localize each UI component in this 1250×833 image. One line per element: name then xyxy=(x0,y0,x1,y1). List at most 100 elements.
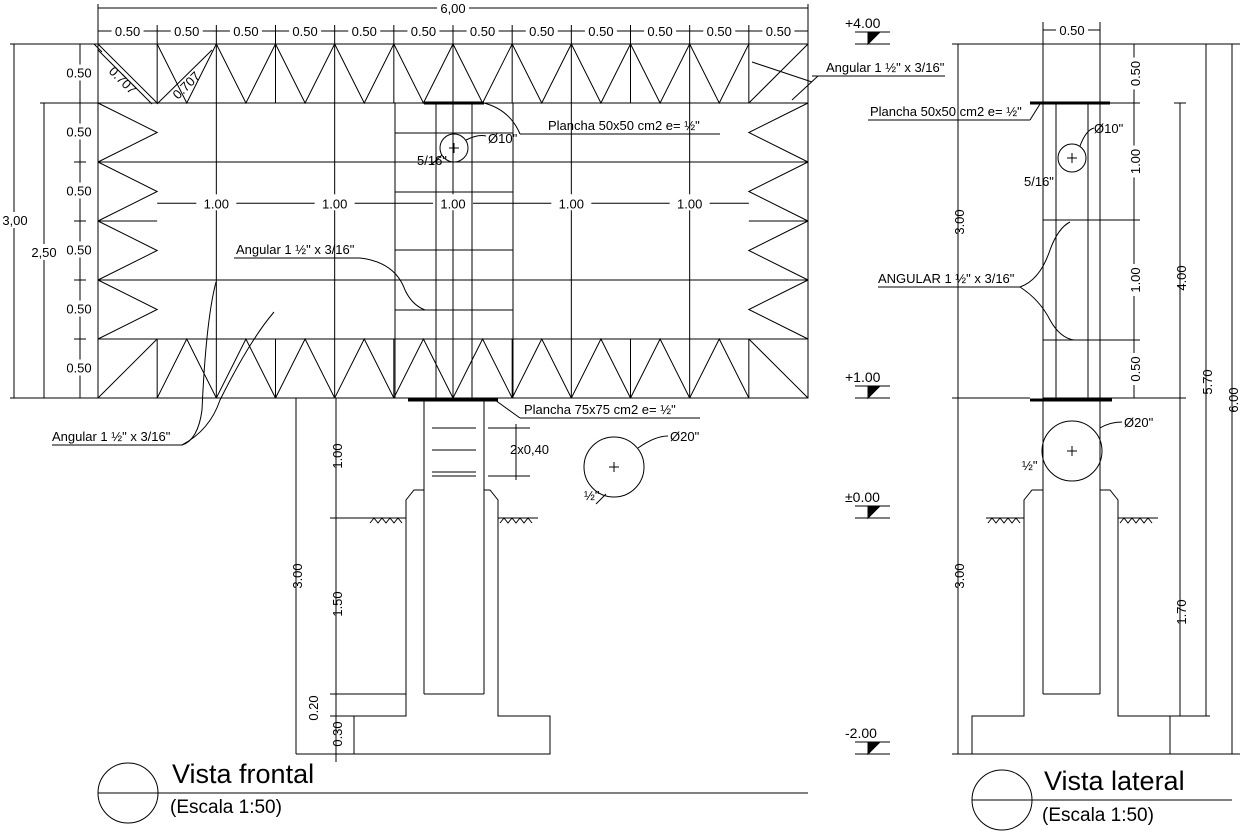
module-label-bg xyxy=(644,24,677,38)
height-total-label: 3,00 xyxy=(2,213,27,228)
angular-mid-label: Angular 1 ½" x 3/16" xyxy=(236,242,355,257)
module-width-label: 0.50 xyxy=(647,24,672,39)
row-height-label: 0.50 xyxy=(66,66,91,81)
truss-diagonal-bottom xyxy=(630,337,691,399)
level-label: +1.00 xyxy=(845,369,881,385)
panel-label-bg xyxy=(669,194,710,211)
truss-diagonal-top xyxy=(393,43,454,105)
panel-width-label: 1.00 xyxy=(322,196,347,211)
truss-diagonal-bottom xyxy=(275,337,336,399)
front-leaders: Angular 1 ½" x 3/16" Plancha 50x50 cm2 e… xyxy=(52,60,945,446)
truss-corner-diagonal xyxy=(748,43,809,104)
side-scale: (Escala 1:50) xyxy=(1042,805,1154,826)
side-right-dim-label: 1.00 xyxy=(1128,149,1143,174)
side-pipe-small-label: Ø10" xyxy=(1094,121,1124,136)
panel-width-label: 1.00 xyxy=(440,196,465,211)
truss-diagonal-right xyxy=(747,220,809,281)
diag-b-label: 0.707 xyxy=(170,69,204,103)
level-triangle xyxy=(867,505,882,520)
truss-diagonal-top xyxy=(630,43,691,105)
row-height-label: 0.50 xyxy=(66,184,91,199)
row-label-bg xyxy=(64,182,94,199)
billboard-truss xyxy=(97,43,809,399)
row-label-bg xyxy=(64,359,94,376)
pipe-small-label: Ø10" xyxy=(488,131,518,146)
side-dim-6: 6.00 xyxy=(1226,387,1241,412)
truss-corner-diagonal xyxy=(97,338,158,399)
truss-diagonal-top xyxy=(452,43,513,105)
panel-width-label: 1.00 xyxy=(677,196,702,211)
front-scale: (Escala 1:50) xyxy=(170,797,282,818)
angular-bottom-label: Angular 1 ½" x 3/16" xyxy=(52,429,171,444)
level-triangle xyxy=(867,741,882,756)
truss-diagonal-right xyxy=(747,102,809,163)
level-triangle xyxy=(867,31,882,46)
row-height-label: 0.50 xyxy=(66,302,91,317)
overall-width-label: 6,00 xyxy=(440,1,465,16)
row-height-label: 0.50 xyxy=(66,125,91,140)
pipe-big-label: Ø20" xyxy=(670,429,700,444)
module-width-label: 0.50 xyxy=(174,24,199,39)
panel-label-bg xyxy=(551,194,592,211)
side-pipe-small-thickness: 5/16" xyxy=(1024,174,1054,189)
level-label: +4.00 xyxy=(845,15,881,31)
module-width-label: 0.50 xyxy=(588,24,613,39)
module-label-bg xyxy=(111,24,144,38)
side-title: Vista lateral xyxy=(1044,766,1185,796)
module-width-label: 0.50 xyxy=(115,24,140,39)
module-label-bg xyxy=(584,24,617,38)
front-small-pipe: Ø10" 5/16" xyxy=(417,131,518,168)
side-view: 0.50 Ø10" 5/16" Plancha 50x50 cm2 e= ½" … xyxy=(868,22,1241,755)
truss-diagonal-right xyxy=(747,279,809,340)
side-right-dim-label: 1.00 xyxy=(1128,267,1143,292)
module-width-label: 0.50 xyxy=(411,24,436,39)
module-width-label: 0.50 xyxy=(766,24,791,39)
side-right-dim-label: 0.50 xyxy=(1128,356,1143,381)
front-footing xyxy=(353,489,551,755)
side-dim-17: 1.70 xyxy=(1174,599,1189,624)
truss-diagonal-top xyxy=(689,43,750,105)
truss-diagonal-left xyxy=(97,102,159,163)
truss-diagonal-left xyxy=(97,279,159,340)
truss-diagonal-bottom xyxy=(452,337,513,399)
panel-width-label: 1.00 xyxy=(559,196,584,211)
post-mid-length-label: 1.50 xyxy=(330,591,345,616)
module-label-bg xyxy=(703,24,736,38)
truss-diagonal-top xyxy=(215,43,276,105)
truss-diagonal-bottom xyxy=(511,337,572,399)
truss-diagonal-bottom xyxy=(156,337,217,399)
pipe-big-thickness: ½" xyxy=(584,488,600,503)
side-dim-bg xyxy=(1126,353,1142,385)
side-big-pipe xyxy=(1041,420,1103,482)
truss-diagonal-left xyxy=(97,220,159,281)
side-pipe-big-thickness: ½" xyxy=(1022,458,1038,473)
side-title-block: Vista lateral (Escala 1:50) xyxy=(971,766,1232,831)
truss-corner-diagonal xyxy=(748,338,809,399)
side-right-dim-label: 0.50 xyxy=(1128,61,1143,86)
side-dim-bg xyxy=(1126,145,1142,178)
center-post-in-sign xyxy=(394,101,514,398)
side-right-dimensions: 0.50 1.00 1.00 0.50 xyxy=(1126,57,1143,385)
row-label-bg xyxy=(64,123,94,140)
plate-spacing-label: 2x0,40 xyxy=(510,442,549,457)
front-title: Vista frontal xyxy=(172,759,314,789)
side-width-label: 0.50 xyxy=(1059,23,1084,38)
side-pipe-big-label: Ø20" xyxy=(1124,415,1154,430)
truss-diagonal-bottom xyxy=(334,337,395,399)
module-width-label: 0.50 xyxy=(292,24,317,39)
truss-diagonal-right xyxy=(747,161,809,222)
front-title-block: Vista frontal (Escala 1:50) xyxy=(97,759,808,824)
module-width-label: 0.50 xyxy=(352,24,377,39)
front-post: 2x0,40 xyxy=(408,398,549,695)
truss-diagonal-bottom xyxy=(570,337,631,399)
front-billboard xyxy=(97,43,809,399)
side-dim-57: 5.70 xyxy=(1200,369,1215,394)
module-label-bg xyxy=(762,24,795,38)
truss-diagonal-top xyxy=(275,43,336,105)
row-height-label: 0.50 xyxy=(66,243,91,258)
side-height-3b: 3.00 xyxy=(952,563,967,588)
